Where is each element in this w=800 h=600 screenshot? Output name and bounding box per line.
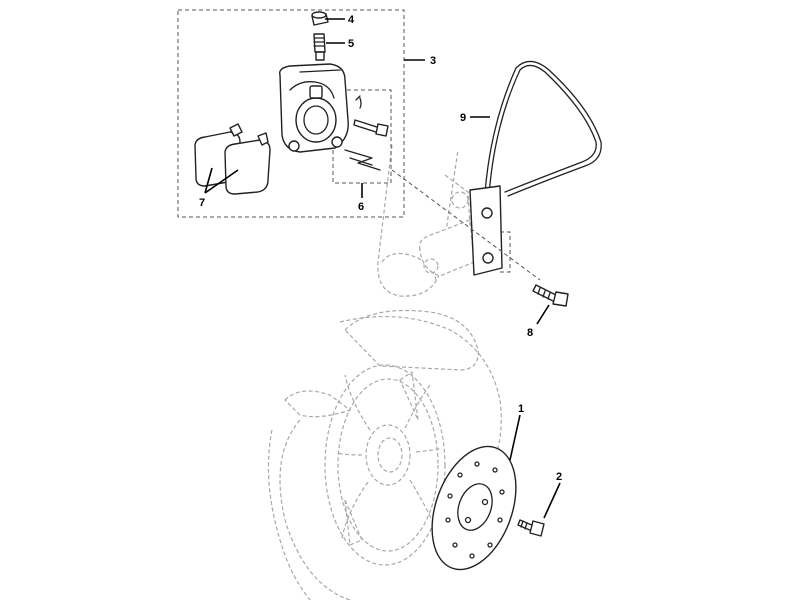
disc-bolt-icon (517, 519, 545, 537)
brake-caliper-icon (279, 63, 349, 153)
brake-hose-icon (469, 60, 602, 276)
callout-9: 9 (460, 112, 466, 124)
callout-8: 8 (527, 327, 533, 339)
callout-5: 5 (348, 38, 354, 50)
caliper-assembly-box (177, 9, 405, 218)
leader-lines (204, 18, 561, 519)
callout-4: 4 (348, 14, 355, 26)
alignment-line (391, 169, 541, 281)
bleeder-valve-icon (313, 33, 326, 61)
callout-1: 1 (518, 403, 524, 415)
callout-2: 2 (556, 471, 562, 483)
brake-disc-icon (431, 445, 517, 571)
pad-spring-icon (344, 149, 381, 171)
caliper-mount-bolt-icon (532, 284, 569, 307)
callout-6: 6 (358, 201, 364, 213)
callout-7: 7 (199, 197, 205, 209)
mount-bracket-outline (500, 231, 511, 273)
fork-and-wheel-outline (267, 144, 502, 600)
caliper-pin-bolt-icon (353, 95, 389, 137)
bleeder-cap-icon (311, 11, 329, 26)
callout-3: 3 (430, 55, 436, 67)
brake-pads-icon (194, 123, 271, 195)
